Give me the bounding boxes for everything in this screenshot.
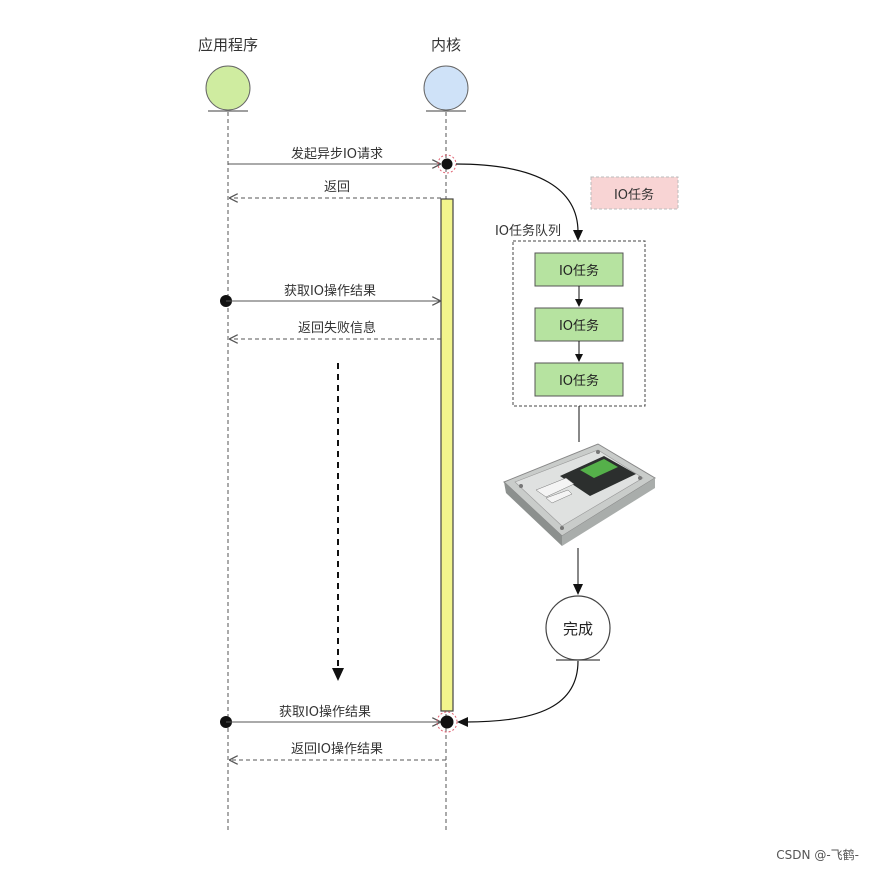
- async-request-label: 发起异步IO请求: [291, 146, 383, 162]
- done-to-kernel-arrow-icon: [457, 717, 468, 727]
- waiting-arrow-head-icon: [332, 668, 344, 681]
- participant-kernel-label: 内核: [431, 36, 461, 54]
- app-actor-icon: [205, 65, 251, 112]
- queue-arrow-2-icon: [575, 354, 583, 362]
- watermark: CSDN @-飞鹤-: [776, 848, 859, 862]
- enqueue-arrow-head-icon: [573, 230, 583, 241]
- done-circle: [545, 595, 611, 661]
- floating-io-task-label: IO任务: [614, 187, 654, 203]
- floating-io-task: [590, 176, 679, 210]
- kernel-actor-icon: [423, 65, 469, 112]
- queue-task-3-label: IO任务: [559, 373, 599, 389]
- request-endpoint-icon: [437, 154, 457, 174]
- done-to-kernel-curve: [465, 660, 579, 723]
- get-result-1-label: 获取IO操作结果: [284, 283, 376, 299]
- return-result-label: 返回IO操作结果: [291, 741, 383, 757]
- queue-title: IO任务队列: [495, 223, 561, 239]
- queue-task-2: [534, 307, 624, 342]
- return-label: 返回: [324, 180, 350, 195]
- queue-task-3: [534, 362, 624, 397]
- queue-arrow-1-icon: [575, 299, 583, 307]
- enqueue-curve: [455, 163, 579, 233]
- return-fail-label: 返回失败信息: [298, 320, 376, 336]
- hard-disk-drive-icon: [503, 443, 656, 546]
- disk-to-done-arrow-icon: [573, 584, 583, 595]
- queue-task-1-label: IO任务: [559, 263, 599, 279]
- participant-app-label: 应用程序: [198, 36, 258, 54]
- queue-task-2-label: IO任务: [559, 318, 599, 334]
- kernel-activation-bar: [440, 198, 454, 712]
- done-label: 完成: [563, 620, 593, 638]
- get-result-2-label: 获取IO操作结果: [279, 704, 371, 720]
